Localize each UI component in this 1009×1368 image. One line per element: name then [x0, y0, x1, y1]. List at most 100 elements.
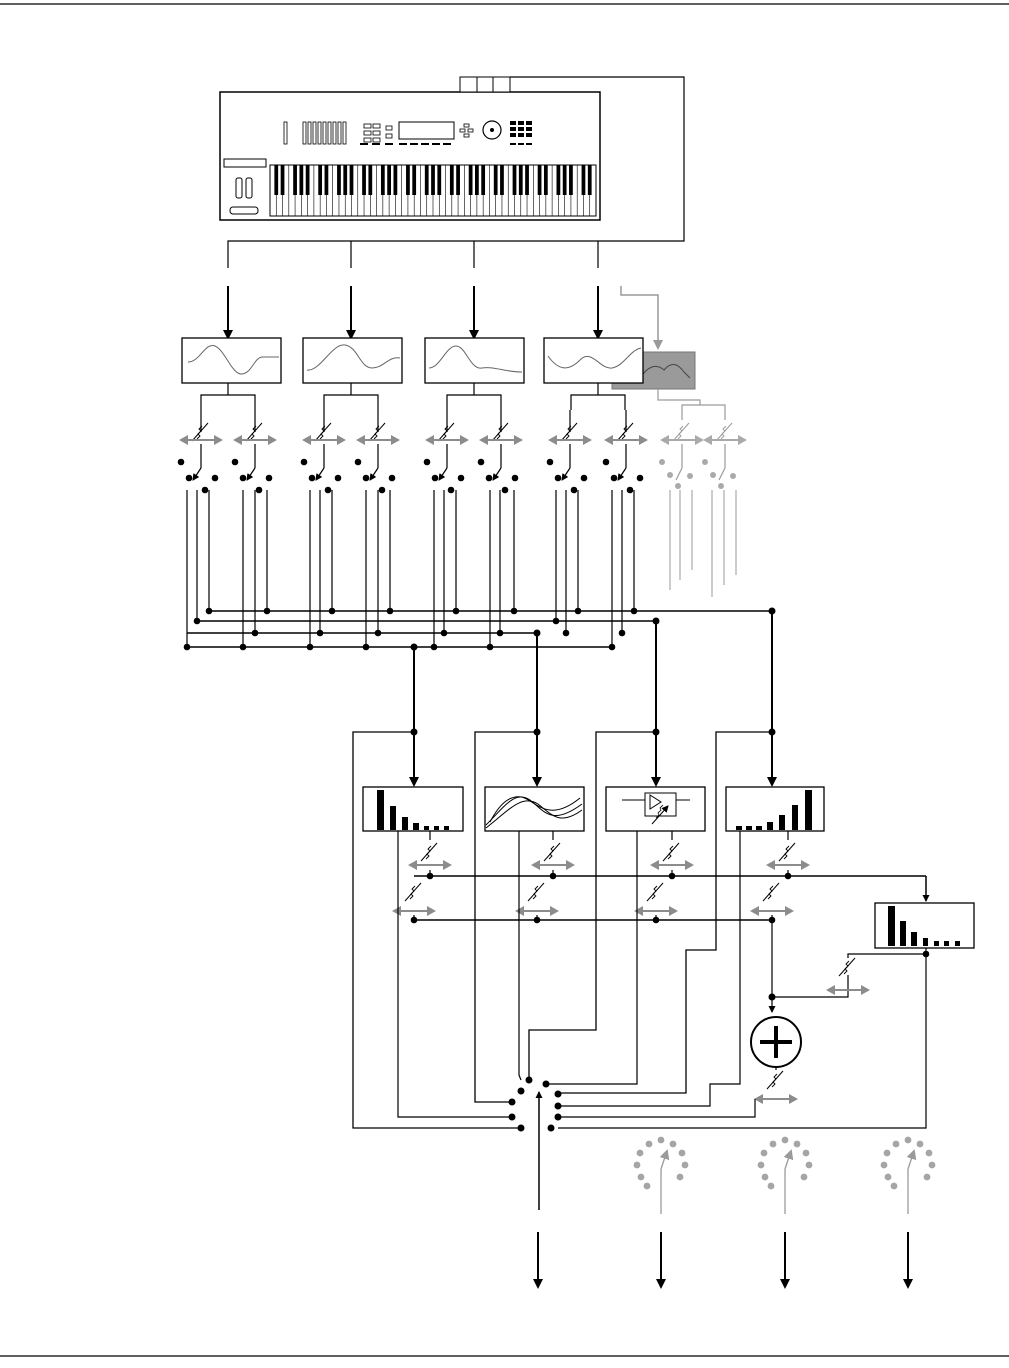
black-key: [281, 165, 285, 195]
double-arrow-icon: [548, 435, 592, 445]
junction-dot: [307, 644, 314, 651]
junction-dot: [453, 608, 460, 615]
black-key: [362, 165, 366, 195]
junction-dot: [309, 475, 316, 482]
waveform-module-1: [182, 338, 281, 383]
black-key: [513, 165, 517, 195]
junction-dot: [325, 487, 332, 494]
double-arrow-icon: [408, 860, 452, 870]
black-key: [381, 165, 385, 195]
junction-dot: [355, 459, 362, 466]
junction-dot: [502, 487, 509, 494]
black-key: [544, 165, 548, 195]
double-arrow-icon: [531, 860, 575, 870]
black-key: [469, 165, 473, 195]
junction-dot: [619, 630, 626, 637]
junction-dot: [667, 472, 673, 478]
black-key: [306, 165, 310, 195]
junction-dot: [659, 459, 665, 465]
junction-dot: [730, 473, 736, 479]
junction-dot: [575, 608, 582, 615]
black-key: [394, 165, 398, 195]
black-key: [500, 165, 504, 195]
junction-dot: [687, 473, 693, 479]
black-key: [582, 165, 586, 195]
junction-dot: [186, 475, 193, 482]
summing-junction: [751, 1017, 801, 1067]
junction-dot: [458, 475, 465, 482]
junction-dot: [487, 644, 494, 651]
junction-dot: [431, 644, 438, 651]
junction-dot: [252, 630, 259, 637]
secondary-bar-processor: [875, 903, 974, 948]
rising-bar-processor: [726, 787, 824, 831]
junction-dot: [206, 608, 213, 615]
keyboard-button-row: [360, 143, 451, 145]
junction-dot: [511, 608, 518, 615]
junction-dot: [441, 630, 448, 637]
junction-dot: [543, 1081, 550, 1088]
keybed: [270, 165, 596, 216]
junction-dot: [631, 608, 638, 615]
black-key: [425, 165, 429, 195]
junction-dot: [379, 487, 386, 494]
black-key: [387, 165, 391, 195]
waveform-module-2: [303, 338, 402, 383]
black-key: [557, 165, 561, 195]
junction-dot: [256, 487, 263, 494]
black-key: [299, 165, 303, 195]
double-arrow-icon: [754, 1094, 798, 1104]
junction-dot: [553, 618, 560, 625]
junction-dot: [518, 1125, 525, 1132]
keyboard-display: [399, 122, 454, 139]
junction-dot: [266, 475, 273, 482]
black-key: [450, 165, 454, 195]
black-key: [350, 165, 354, 195]
junction-dot: [202, 487, 209, 494]
black-key: [475, 165, 479, 195]
modulation-bus: [184, 490, 772, 650]
junction-dot: [702, 459, 708, 465]
junction-dot: [611, 475, 618, 482]
junction-dot: [363, 644, 370, 651]
black-key: [563, 165, 567, 195]
layered-wave-processor: [485, 787, 584, 831]
black-key: [538, 165, 542, 195]
black-key: [569, 165, 573, 195]
junction-dot: [363, 475, 370, 482]
rotary-selector-2: [634, 1137, 689, 1214]
black-key: [406, 165, 410, 195]
junction-dot: [497, 630, 504, 637]
double-arrow-icon: [356, 435, 400, 445]
junction-dot: [518, 1088, 525, 1095]
junction-dot: [509, 1114, 516, 1121]
junction-dot: [555, 1114, 562, 1121]
black-key: [337, 165, 341, 195]
junction-dot: [555, 1103, 562, 1110]
black-key: [588, 165, 592, 195]
junction-dot: [547, 459, 554, 466]
junction-dot: [194, 618, 201, 625]
junction-dot: [389, 475, 396, 482]
junction-dot: [548, 1125, 555, 1132]
double-arrow-icon: [634, 906, 678, 916]
black-key: [274, 165, 278, 195]
black-key: [431, 165, 435, 195]
double-arrow-icon: [750, 906, 794, 916]
junction-dot: [329, 608, 336, 615]
junction-dot: [555, 1091, 562, 1098]
junction-dot: [212, 475, 219, 482]
waveform-module-4: [544, 338, 643, 383]
junction-dot: [637, 475, 644, 482]
junction-dot: [603, 459, 610, 466]
output-channels: [538, 1137, 935, 1287]
double-arrow-icon: [302, 435, 346, 445]
double-arrow-icon: [604, 435, 648, 445]
processor-input-arrows: [414, 611, 772, 785]
junction-dot: [375, 630, 382, 637]
black-key: [437, 165, 441, 195]
junction-dot: [232, 459, 239, 466]
modulation-switch-bank: [178, 410, 747, 493]
junction-dot: [571, 487, 578, 494]
junction-dot: [627, 487, 634, 494]
